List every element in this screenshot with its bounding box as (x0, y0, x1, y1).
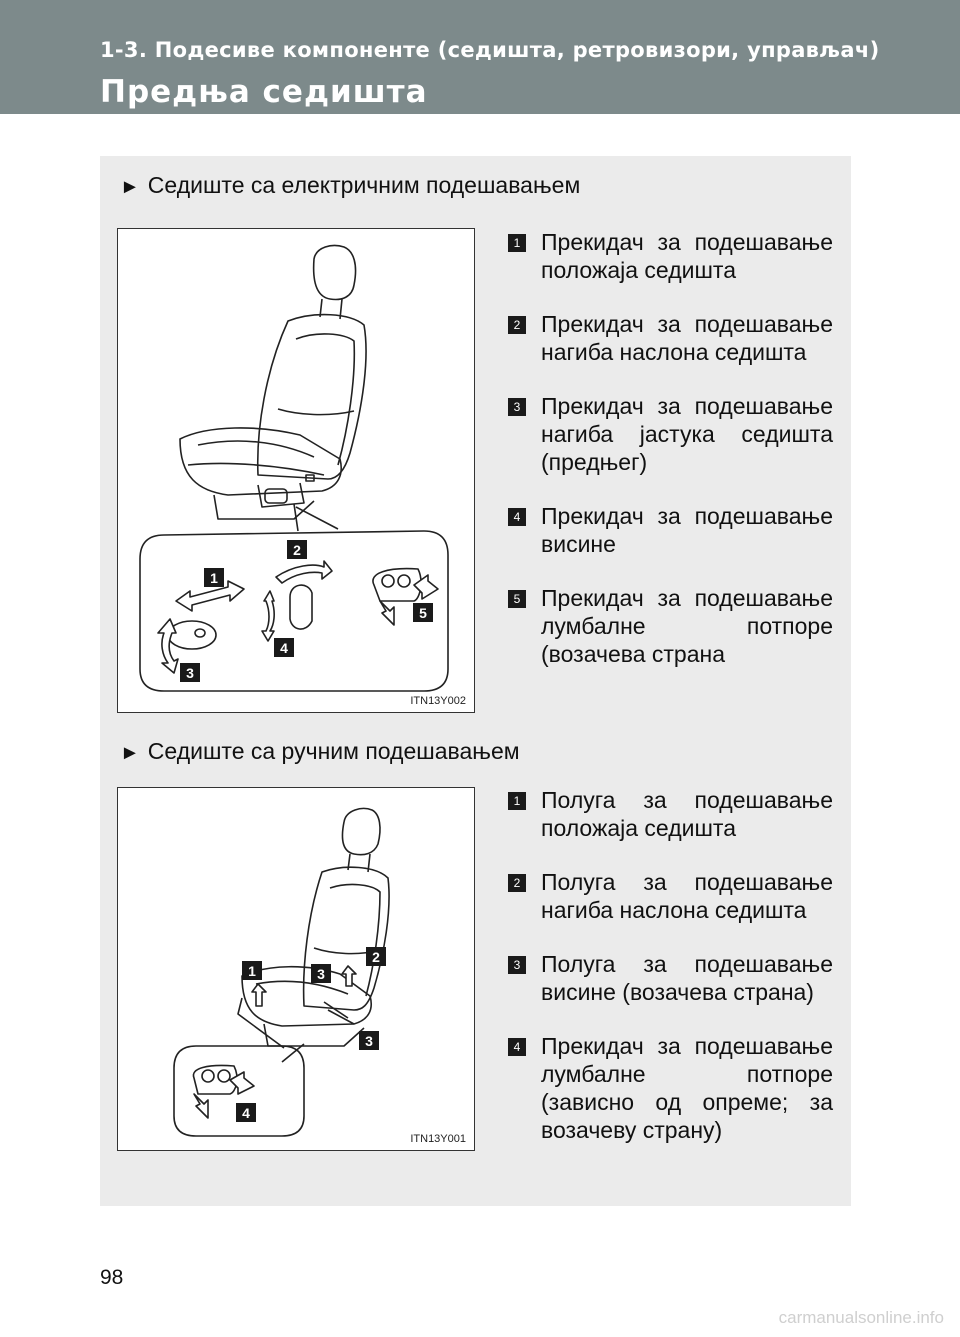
figure-labels: 1 2 3 3 4 (236, 947, 386, 1122)
figure-labels: 1 2 3 4 5 (180, 540, 433, 682)
item-text: Прекидач за подешавање лумбалне потпоре … (541, 1033, 833, 1143)
item-text: Прекидач за подешавање нагиба јастука се… (541, 393, 833, 475)
item-text: Полуга за подешавање положаја седишта (541, 787, 833, 841)
figure-code: ITN13Y001 (410, 1133, 466, 1145)
page-number: 98 (100, 1266, 124, 1289)
item-number: 5 (508, 590, 526, 608)
triangle-right-icon: ► (120, 742, 140, 764)
figure-label-4: 4 (242, 1105, 250, 1121)
list-item: 1 Полуга за подешавање положаја седишта (508, 786, 833, 842)
power-seat-illustration: 1 2 3 4 5 (139, 244, 449, 692)
page-title: Предња седишта (100, 74, 428, 110)
item-text: Прекидач за подешавање нагиба наслона се… (541, 311, 833, 365)
item-number: 3 (508, 956, 526, 974)
item-text: Полуга за подешавање висине (возачева ст… (541, 951, 833, 1005)
item-number: 4 (508, 508, 526, 526)
item-number: 1 (508, 792, 526, 810)
list-item: 5 Прекидач за подешавање лумбалне потпор… (508, 584, 833, 668)
power-seat-heading: ►Седиште са електричним подешавањем (120, 172, 581, 198)
figure-label-1: 1 (248, 963, 256, 979)
item-text: Полуга за подешавање нагиба наслона седи… (541, 869, 833, 923)
figure-label-2: 2 (372, 949, 380, 965)
figure-label-3-lower: 3 (365, 1033, 373, 1049)
item-number: 3 (508, 398, 526, 416)
figure-label-2: 2 (293, 542, 301, 558)
list-item: 2 Полуга за подешавање нагиба наслона се… (508, 868, 833, 924)
figure-label-5: 5 (419, 605, 427, 621)
watermark-footer: carmanualsonline.info (778, 1308, 944, 1327)
list-item: 3 Полуга за подешавање висине (возачева … (508, 950, 833, 1006)
manual-seat-illustration: 1 2 3 3 4 (173, 807, 390, 1137)
item-text: Прекидач за подешавање лумбалне потпоре … (541, 585, 833, 667)
item-text: Прекидач за подешавање висине (541, 503, 833, 557)
item-number: 4 (508, 1038, 526, 1056)
item-number: 2 (508, 316, 526, 334)
figure-code: ITN13Y002 (410, 695, 466, 707)
manual-seat-heading: ►Седиште са ручним подешавањем (120, 738, 520, 764)
list-item: 4 Прекидач за подешавање лумбалне потпор… (508, 1032, 833, 1144)
list-item: 3 Прекидач за подешавање нагиба јастука … (508, 392, 833, 476)
figure-label-3-upper: 3 (317, 966, 325, 982)
manual-seat-list: 1 Полуга за подешавање положаја седишта … (508, 786, 833, 1170)
page-header: 1-3. Подесиве компоненте (седишта, ретро… (0, 0, 960, 114)
list-item: 1 Прекидач за подешавање положаја седишт… (508, 228, 833, 284)
figure-label-3: 3 (186, 665, 194, 681)
section-title: 1-3. Подесиве компоненте (седишта, ретро… (100, 38, 880, 62)
item-number: 1 (508, 234, 526, 252)
power-seat-list: 1 Прекидач за подешавање положаја седишт… (508, 228, 833, 694)
figure-label-1: 1 (210, 570, 218, 586)
manual-seat-figure: 1 2 3 3 4 ITN13Y001 (117, 787, 475, 1151)
list-item: 2 Прекидач за подешавање нагиба наслона … (508, 310, 833, 366)
figure-label-4: 4 (280, 640, 288, 656)
list-item: 4 Прекидач за подешавање висине (508, 502, 833, 558)
item-text: Прекидач за подешавање положаја седишта (541, 229, 833, 283)
triangle-right-icon: ► (120, 176, 140, 198)
power-seat-figure: 1 2 3 4 5 ITN13Y002 (117, 228, 475, 713)
item-number: 2 (508, 874, 526, 892)
